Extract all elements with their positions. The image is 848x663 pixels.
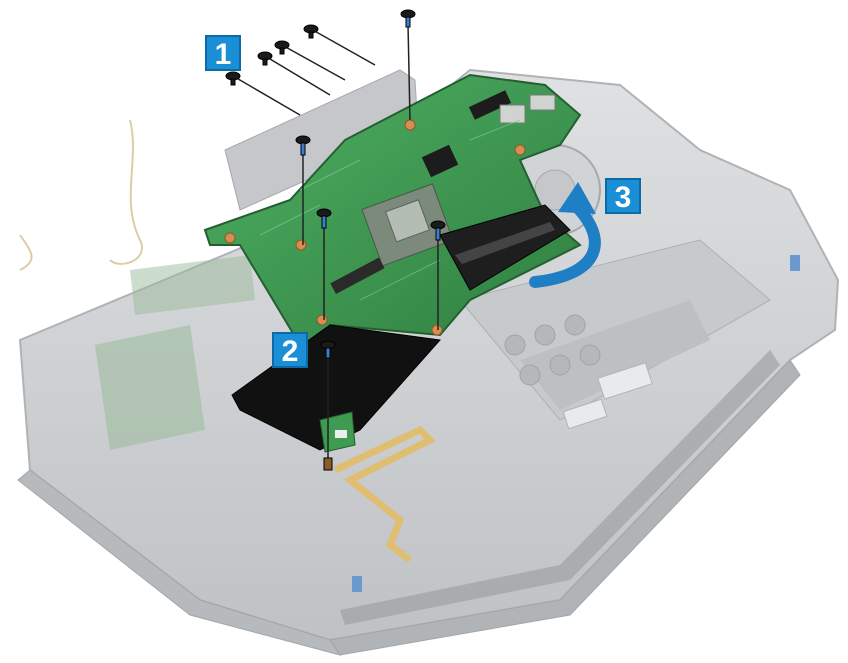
step-1-badge: 1	[205, 35, 241, 71]
screw-icon	[274, 40, 346, 81]
screw-icon	[225, 71, 301, 116]
screws	[225, 9, 446, 471]
screw-icon	[430, 220, 446, 330]
screw-icon	[295, 135, 311, 245]
screw-icon	[303, 24, 376, 66]
motherboard	[203, 73, 582, 347]
screw-icon	[316, 208, 332, 320]
screw-icon	[400, 9, 416, 121]
rotate-lift-arrow-icon	[529, 182, 601, 288]
step-2-badge: 2	[272, 332, 308, 368]
screw-icon	[257, 51, 331, 96]
step-3-badge: 3	[605, 178, 641, 214]
screw-icon	[320, 340, 336, 471]
